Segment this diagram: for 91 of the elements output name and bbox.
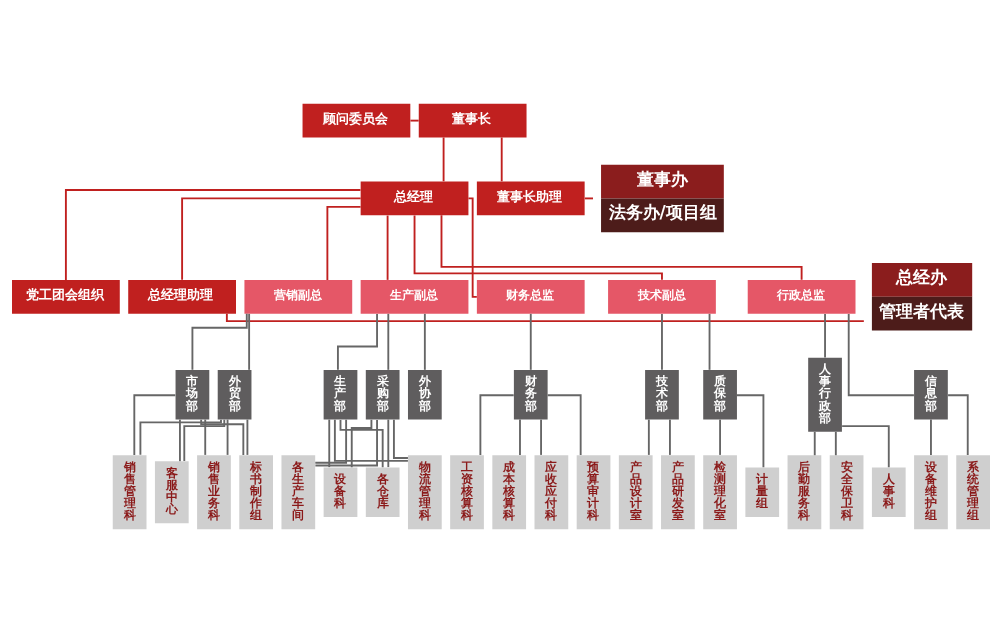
connector [409,119,420,122]
node-box: 设备科 [323,467,358,518]
connector [479,394,515,456]
node-box: 外协部 [408,369,442,420]
connector [824,312,826,359]
node-box: 董事长助理 [476,181,585,216]
connector [246,418,249,456]
node-box: 总经理 [360,181,469,216]
connector [314,418,378,467]
connector [736,394,765,469]
connector [529,312,532,371]
connector [339,419,384,469]
connector [813,430,816,457]
node-box: 销售业务科 [197,455,231,530]
node-box: 技术部 [645,369,679,420]
connector [386,214,389,281]
node-box: 产品研发室 [661,455,695,530]
connector [661,312,663,371]
node-box: 采购部 [365,369,400,420]
node-box: 党工团会组织 [12,279,120,314]
connector [708,312,711,371]
connector [225,312,865,323]
connector [393,418,409,459]
connector [583,197,594,200]
connector [191,312,248,371]
connector [546,394,582,456]
node-box: 系统管理组 [956,455,990,530]
node-box: 预算审计科 [576,455,611,530]
connector [226,418,229,456]
connector [350,418,373,469]
node-box: 检测理化室 [703,455,737,530]
node-box: 生产副总 [360,279,469,314]
node-box: 后勤服务科 [787,455,822,530]
connector [337,312,378,371]
node-box: 营销副总 [244,279,353,314]
node-box: 计量组 [745,467,780,518]
connector [333,418,409,462]
node-box: 顾问委员会 [302,103,411,138]
connector [847,313,915,397]
connector [442,136,445,183]
connector [326,205,362,281]
node-box: 财务部 [513,369,548,420]
connector [204,418,207,456]
node-box: 市场部 [175,369,210,420]
connector [519,418,521,456]
node-box: 安全保卫科 [829,455,864,530]
node-box: 各生产车间 [281,455,316,530]
connector [834,430,837,457]
node-box: 成本核算科 [492,455,527,530]
node-box: 行政总监 [747,279,856,314]
connector [500,136,503,183]
node-box: 销售管理科 [112,455,147,530]
node-box: 董事长 [418,103,527,138]
connector [387,418,390,468]
node-box: 生产部 [323,369,358,420]
node-box: 技术副总 [608,279,716,314]
node-box: 标书制作组 [239,455,273,530]
connector [540,418,542,456]
node-box: 信息部 [914,369,948,420]
connector [930,418,932,456]
node-box: 外贸部 [217,369,252,420]
node-box: 应收应付科 [534,455,569,530]
node-box: 质保部 [703,369,737,420]
connector [139,418,222,456]
node-box: 产品设计室 [618,455,653,530]
connector [719,418,721,456]
connector [669,418,671,456]
node-box: 人事科 [871,467,906,518]
node-box: 总经理助理 [128,279,236,314]
node-box: 物流管理科 [408,455,442,530]
connector [183,418,226,463]
connector [314,418,348,464]
node-box: 各仓库 [365,467,400,518]
connector [423,312,426,371]
connector [841,425,890,469]
connector [64,189,362,281]
connector [179,418,181,463]
connector [248,312,251,371]
node-box: 财务总监 [476,279,585,314]
node-box: 设备维护组 [914,455,948,530]
node-box: 工资核算科 [450,455,484,530]
connector [413,214,663,281]
connector [133,394,177,456]
connector [647,418,650,456]
connector [181,197,362,281]
connector [947,394,969,456]
connector [328,418,331,468]
connector [200,418,245,456]
connector [387,312,390,371]
node-box: 人事行政部 [808,357,842,432]
node-box: 客服中心 [154,461,189,524]
